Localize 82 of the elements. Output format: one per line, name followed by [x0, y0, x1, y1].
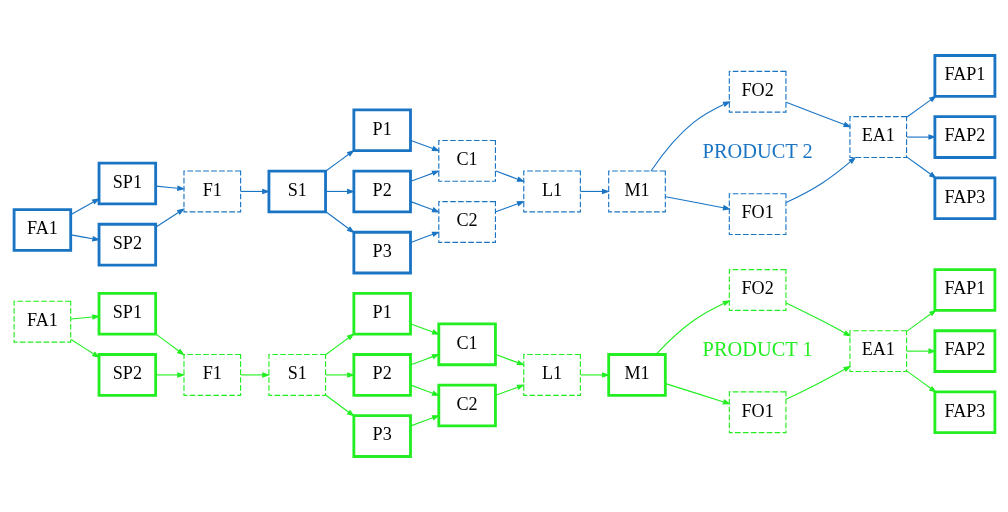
arrow: [70, 234, 100, 242]
node-box: P1: [351, 108, 412, 153]
arrow: [664, 383, 731, 405]
node-box: C2: [436, 383, 497, 428]
arrow: [905, 348, 936, 354]
arrow: [409, 201, 440, 213]
arrow: [785, 101, 851, 128]
node-box: EA1: [848, 116, 907, 159]
arrow: [409, 139, 440, 152]
arrow: [239, 188, 270, 195]
node-box: SP1: [97, 291, 157, 336]
node-box: SP1: [97, 161, 157, 206]
node-box: F1: [182, 170, 241, 213]
node-box: P2: [351, 353, 412, 397]
arrow: [324, 149, 355, 172]
label: PRODUCT 1: [702, 338, 813, 361]
arrow: [655, 300, 731, 355]
node-box: FO1: [728, 193, 786, 236]
node-box: FAP1: [932, 268, 996, 312]
arrow: [324, 211, 355, 234]
node-box: FAP1: [932, 54, 996, 98]
arrow: [579, 188, 610, 195]
arrow: [409, 354, 440, 366]
node-box: F1: [182, 353, 241, 396]
arrow: [905, 95, 937, 118]
arrow: [905, 156, 937, 179]
node-box: FAP2: [932, 115, 996, 159]
node-box: EA1: [848, 330, 907, 373]
arrow: [70, 314, 100, 320]
node-box: L1: [522, 170, 581, 213]
node-box: S1: [267, 169, 327, 214]
node-box: L1: [522, 353, 581, 396]
arrow: [154, 333, 185, 356]
node-box: FA1: [13, 300, 71, 343]
arrow: [494, 384, 525, 396]
node-box: M1: [606, 353, 667, 397]
arrow: [785, 156, 856, 204]
arrow: [324, 394, 355, 417]
arrow: [785, 302, 851, 337]
node-box: P2: [351, 169, 412, 214]
label: PRODUCT 2: [702, 139, 813, 162]
node-box: FO1: [728, 391, 786, 434]
arrow: [649, 101, 731, 172]
arrow: [409, 231, 440, 243]
node-box: FAP3: [932, 390, 996, 435]
node-box: FO2: [728, 269, 786, 311]
arrow: [324, 372, 355, 378]
arrow: [409, 384, 440, 396]
node-box: P1: [351, 291, 412, 336]
node-box: SP2: [97, 353, 157, 397]
node-box: SP2: [97, 222, 157, 267]
node-box: FA1: [12, 208, 72, 252]
arrow: [70, 338, 100, 359]
node-box: P3: [351, 230, 412, 275]
arrow: [494, 201, 525, 213]
arrow: [905, 134, 936, 140]
node-box: FAP3: [932, 176, 996, 221]
arrow: [905, 309, 937, 332]
arrow: [239, 372, 270, 378]
node-box: C1: [437, 139, 496, 182]
arrow: [324, 333, 355, 356]
arrow: [409, 323, 440, 335]
arrow: [494, 353, 525, 366]
node-box: FAP2: [932, 329, 996, 373]
arrow: [494, 170, 525, 182]
node-box: FO2: [728, 70, 786, 113]
node-box: S1: [267, 353, 326, 396]
arrow: [324, 188, 355, 195]
node-box: P3: [351, 414, 412, 458]
arrow: [664, 196, 731, 211]
arrow: [409, 415, 440, 427]
arrow: [409, 170, 440, 182]
node-box: M1: [607, 170, 666, 213]
node-box: C1: [436, 322, 497, 367]
arrow: [154, 185, 185, 191]
arrow: [785, 365, 851, 400]
node-box: C2: [437, 201, 496, 243]
arrow: [905, 370, 937, 393]
arrow: [579, 372, 610, 378]
arrow: [154, 372, 185, 378]
arrow: [154, 208, 185, 228]
arrow: [70, 198, 100, 216]
